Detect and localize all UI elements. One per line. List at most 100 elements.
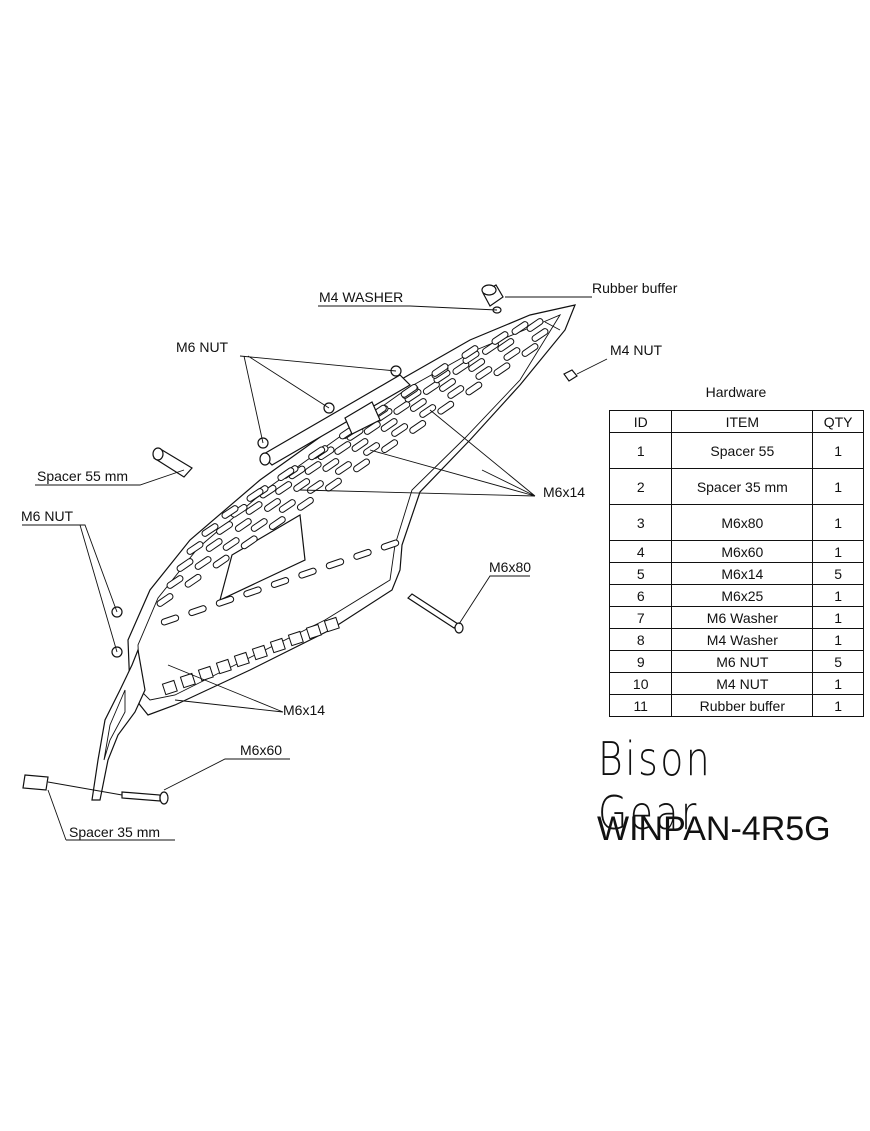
panel-square-hole	[251, 644, 268, 661]
row-qty: 1	[812, 694, 864, 717]
label-m6x14-lower: M6x14	[283, 702, 325, 718]
row-id: 1	[608, 432, 673, 469]
panel-slot	[353, 548, 372, 560]
panel-slot	[334, 441, 352, 455]
panel-slot	[325, 477, 342, 492]
panel-slot	[363, 421, 381, 435]
row-item: M6x60	[671, 540, 814, 563]
panel-slot	[250, 518, 268, 532]
panel-slot	[304, 461, 322, 475]
row-id: 10	[608, 672, 673, 695]
panel-slot	[393, 401, 411, 415]
panel-slot	[246, 488, 264, 502]
panel-slot	[166, 575, 184, 589]
label-m6x60: M6x60	[240, 742, 282, 758]
row-id: 11	[608, 694, 673, 717]
row-id: 8	[608, 628, 673, 651]
brand-logo-text: Bison Gear	[598, 732, 713, 840]
label-m6-nut-top: M6 NUT	[176, 339, 229, 355]
panel-slot	[322, 458, 340, 472]
panel-slot	[234, 518, 252, 532]
panel-slot	[201, 523, 219, 537]
header-item: ITEM	[671, 410, 814, 433]
panel-slot	[419, 404, 437, 418]
panel-slot	[308, 446, 326, 461]
m6-nuts-left	[111, 606, 123, 658]
panel-slot	[325, 558, 345, 570]
spacer-35-part	[22, 774, 49, 791]
row-item: M6x25	[671, 584, 814, 607]
panel-slot	[212, 554, 230, 569]
panel-slot	[380, 539, 400, 551]
panel-slot	[497, 338, 515, 352]
row-item: M6x14	[671, 562, 814, 585]
panel-slot	[353, 458, 370, 473]
panel-slot	[222, 537, 240, 551]
row-item: M6 Washer	[671, 606, 814, 629]
panel-square-holes	[161, 616, 340, 696]
panel-slot	[363, 442, 381, 456]
panel-slot	[437, 400, 455, 415]
row-qty: 1	[812, 540, 864, 563]
row-qty: 5	[812, 562, 864, 585]
panel-slot	[475, 366, 493, 380]
panel-slot	[194, 556, 212, 570]
label-m6x80: M6x80	[489, 559, 531, 575]
row-id: 7	[608, 606, 673, 629]
model-number: WINPAN-4R5G	[597, 810, 831, 848]
panel-square-hole	[287, 630, 304, 647]
label-m6-nut-left: M6 NUT	[21, 508, 74, 524]
row-id: 5	[608, 562, 673, 585]
label-spacer-35: Spacer 35 mm	[69, 824, 160, 840]
panel-slot	[391, 423, 409, 437]
panel-slot	[493, 362, 511, 377]
panel-slot	[216, 521, 234, 535]
label-m4-washer: M4 WASHER	[319, 289, 403, 305]
row-id: 9	[608, 650, 673, 673]
rubber-buffer-part	[481, 284, 504, 307]
panel-slot	[264, 498, 281, 512]
row-item: M6x80	[671, 504, 814, 541]
panel-slot	[188, 605, 207, 617]
panel-square-hole	[305, 623, 322, 640]
panel-slot	[409, 398, 427, 412]
panel-slot	[296, 496, 314, 511]
hardware-table-header: ID ITEM QTY	[608, 410, 864, 433]
panel-slot	[468, 358, 486, 372]
panel-slot	[526, 318, 544, 332]
label-rubber-buffer: Rubber buffer	[592, 280, 678, 296]
hardware-table-title: Hardware	[705, 384, 767, 400]
panel-slot	[351, 438, 369, 452]
panel-slot	[268, 516, 286, 530]
panel-slot	[447, 385, 465, 399]
panel-slot	[156, 593, 174, 607]
panel-slot	[275, 481, 293, 495]
panel-slot	[521, 343, 539, 357]
panel-square-hole	[323, 616, 340, 633]
panel-slot	[400, 383, 418, 398]
panel-slot	[184, 573, 202, 588]
panel-slot	[431, 363, 449, 377]
label-m4-nut: M4 NUT	[610, 342, 663, 358]
label-m6x14-upper: M6x14	[543, 484, 585, 500]
panel-square-hole	[215, 658, 232, 675]
panel-square-hole	[161, 679, 178, 696]
row-item: Spacer 55	[671, 432, 814, 469]
panel-slot	[176, 558, 194, 572]
window-panel	[91, 304, 576, 801]
row-qty: 1	[812, 432, 864, 469]
panel-slot	[381, 439, 399, 454]
panel-slots	[156, 318, 549, 626]
panel-slot	[380, 418, 398, 432]
row-qty: 1	[812, 672, 864, 695]
panel-square-hole	[233, 651, 250, 668]
